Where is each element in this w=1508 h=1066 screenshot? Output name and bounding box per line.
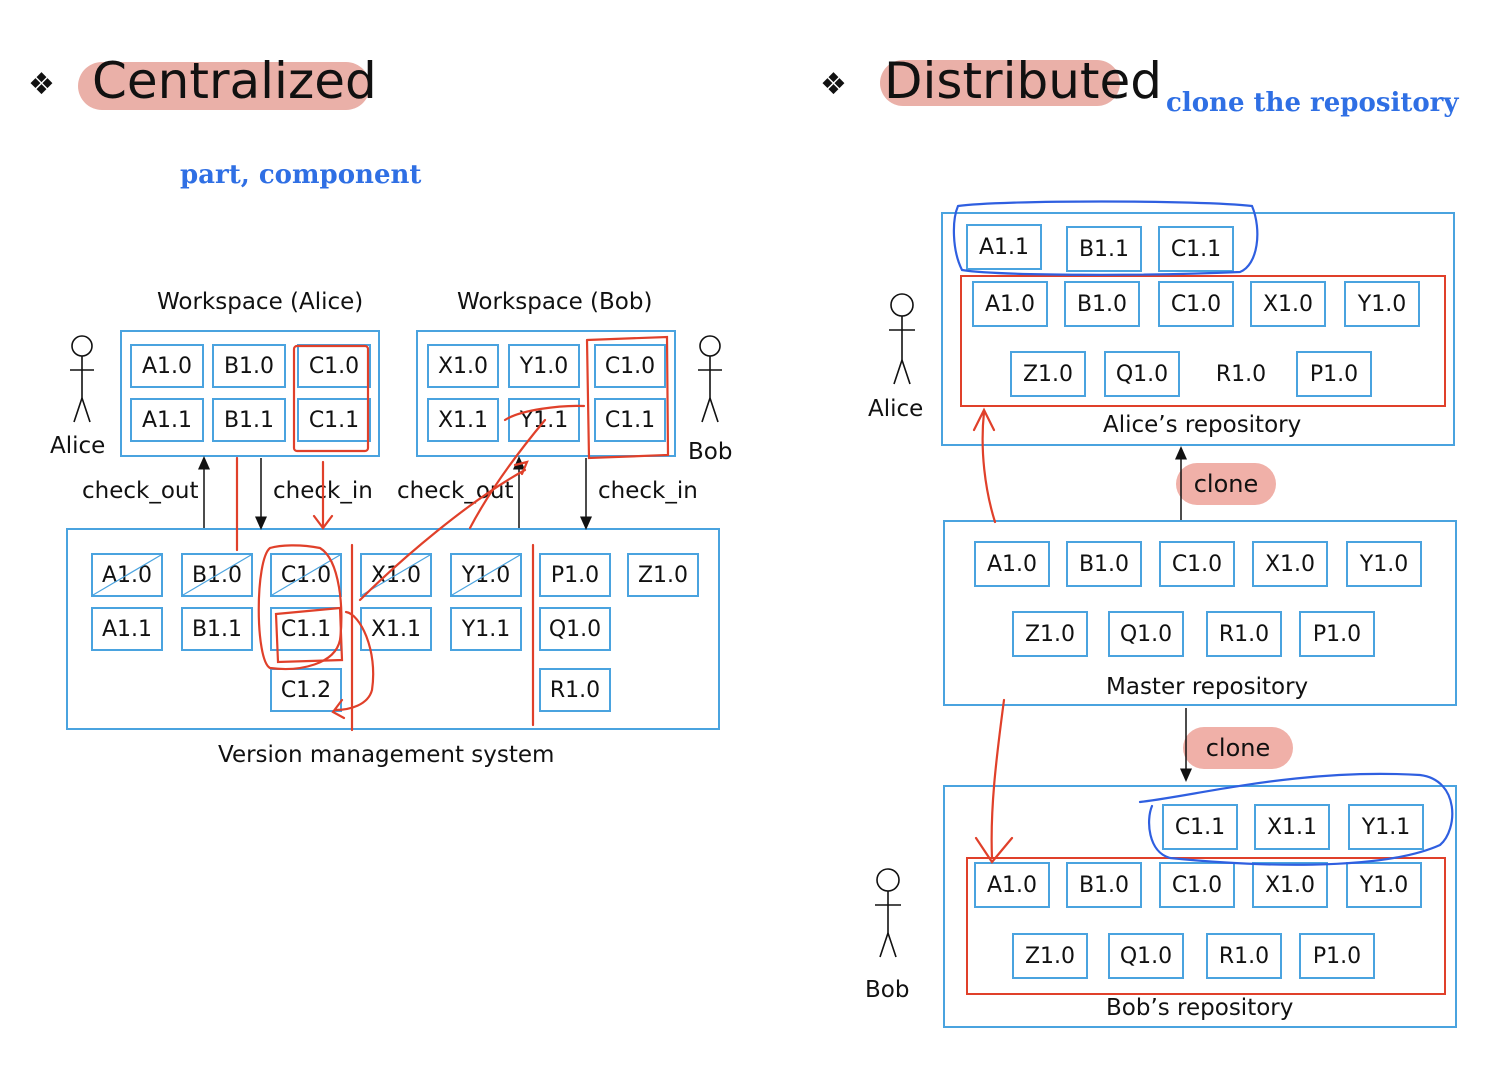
bob-label: Bob — [688, 439, 733, 465]
check-in-label: check_in — [598, 478, 698, 504]
version-cell: P1.0 — [1296, 351, 1372, 397]
version-cell: A1.0 — [130, 344, 204, 388]
version-cell: A1.0 — [972, 281, 1048, 327]
master-repo-box — [943, 520, 1457, 706]
version-cell: A1.1 — [91, 607, 163, 651]
version-cell: B1.1 — [181, 607, 253, 651]
version-cell: A1.0 — [974, 862, 1050, 908]
version-cell: C1.1 — [1162, 804, 1238, 850]
workspace-alice-label: Workspace (Alice) — [157, 289, 364, 315]
clone-pill: clone — [1183, 727, 1293, 769]
version-cell: X1.0 — [427, 344, 499, 388]
version-cell: B1.1 — [212, 398, 286, 442]
version-cell: X1.1 — [1254, 804, 1330, 850]
master-repo-label: Master repository — [1106, 674, 1309, 700]
version-cell: Z1.0 — [1012, 933, 1088, 979]
bob-repo-label: Bob’s repository — [1106, 995, 1294, 1021]
stick-figure-icon — [889, 293, 915, 385]
version-cell: A1.0 — [974, 541, 1050, 587]
version-cell: X1.0 — [1250, 281, 1326, 327]
version-cell: Y1.0 — [450, 553, 522, 597]
distributed-annotation: clone the repository — [1166, 88, 1459, 118]
version-cell: X1.0 — [1252, 862, 1328, 908]
version-cell: Z1.0 — [627, 553, 699, 597]
version-cell: C1.1 — [270, 607, 342, 651]
bob-label: Bob — [865, 977, 910, 1003]
version-cell: P1.0 — [1299, 611, 1375, 657]
version-cell: R1.0 — [539, 668, 611, 712]
version-cell: B1.0 — [1064, 281, 1140, 327]
version-cell: Z1.0 — [1012, 611, 1088, 657]
version-cell: B1.1 — [1066, 226, 1142, 272]
version-cell: Q1.0 — [539, 607, 611, 651]
diamond-bullet-icon: ❖ — [28, 67, 55, 102]
workspace-bob-label: Workspace (Bob) — [457, 289, 653, 315]
version-cell: C1.0 — [1158, 281, 1234, 327]
clone-pill: clone — [1176, 463, 1276, 505]
diamond-bullet-icon: ❖ — [820, 67, 847, 102]
alice-repo-red-box — [960, 275, 1446, 407]
version-cell: B1.0 — [212, 344, 286, 388]
alice-repo-label: Alice’s repository — [1103, 412, 1302, 438]
version-cell: C1.0 — [270, 553, 342, 597]
version-cell: Z1.0 — [1010, 351, 1086, 397]
version-cell: A1.1 — [966, 224, 1042, 270]
check-out-label: check_out — [397, 478, 514, 504]
version-cell: C1.0 — [297, 344, 371, 388]
version-cell: B1.0 — [1066, 862, 1142, 908]
version-cell: C1.1 — [594, 398, 666, 442]
title-highlight — [880, 60, 1120, 106]
check-out-label: check_out — [82, 478, 199, 504]
version-cell: X1.0 — [1252, 541, 1328, 587]
version-cell: A1.1 — [130, 398, 204, 442]
alice-label: Alice — [868, 396, 924, 422]
version-cell: Y1.0 — [508, 344, 580, 388]
version-cell: Q1.0 — [1108, 933, 1184, 979]
version-cell: P1.0 — [539, 553, 611, 597]
workspace-alice-box — [120, 330, 380, 457]
version-cell: X1.1 — [427, 398, 499, 442]
stick-figure-icon — [70, 335, 94, 423]
version-cell: C1.0 — [1159, 862, 1235, 908]
version-cell: Y1.1 — [508, 398, 580, 442]
version-cell: P1.0 — [1299, 933, 1375, 979]
title-highlight — [78, 62, 370, 110]
version-cell: C1.2 — [270, 668, 342, 712]
version-cell: C1.0 — [594, 344, 666, 388]
check-in-label: check_in — [273, 478, 373, 504]
version-cell: B1.0 — [181, 553, 253, 597]
version-cell: X1.1 — [360, 607, 432, 651]
version-cell: Y1.0 — [1346, 541, 1422, 587]
stick-figure-icon — [698, 335, 722, 423]
version-cell: C1.1 — [1158, 226, 1234, 272]
centralized-title: Centralized — [92, 52, 377, 110]
alice-label: Alice — [50, 433, 106, 459]
version-cell: Y1.1 — [450, 607, 522, 651]
version-cell: Y1.1 — [1348, 804, 1424, 850]
version-cell: Y1.0 — [1344, 281, 1420, 327]
version-cell: Y1.0 — [1346, 862, 1422, 908]
version-cell: R1.0 — [1206, 611, 1282, 657]
version-cell: X1.0 — [360, 553, 432, 597]
version-cell: Q1.0 — [1108, 611, 1184, 657]
distributed-title: Distributed — [884, 52, 1163, 110]
version-cell: B1.0 — [1066, 541, 1142, 587]
version-cell: C1.1 — [297, 398, 371, 442]
vms-label: Version management system — [218, 742, 555, 768]
version-cell: R1.0 — [1215, 361, 1267, 387]
version-cell: C1.0 — [1159, 541, 1235, 587]
stick-figure-icon — [875, 868, 901, 958]
version-cell: R1.0 — [1206, 933, 1282, 979]
version-cell: A1.0 — [91, 553, 163, 597]
version-cell: Q1.0 — [1104, 351, 1180, 397]
centralized-annotation: part, component — [180, 160, 422, 190]
